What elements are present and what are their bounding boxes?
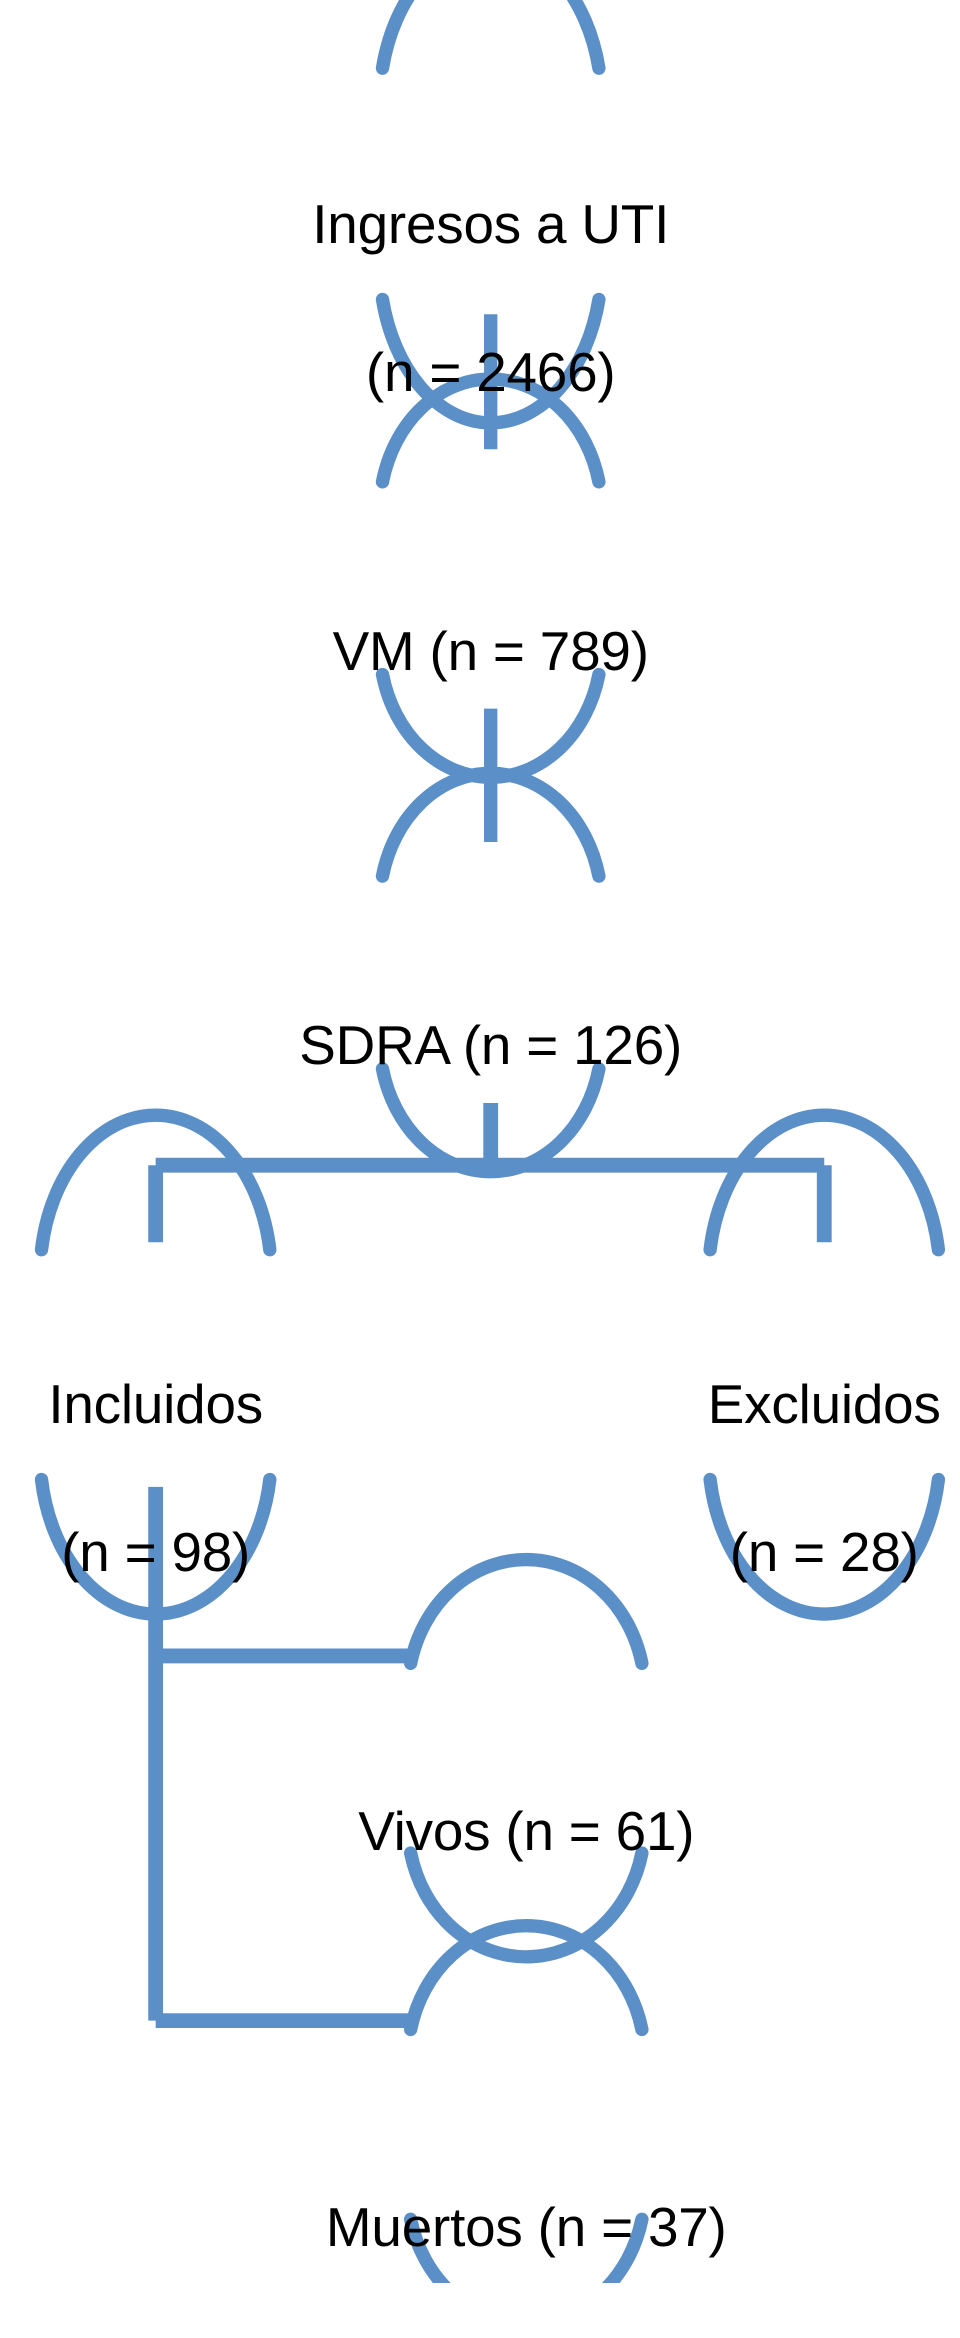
flowchart-diagram: Ingresos a UTI (n = 2466) VM (n = 789) S…	[34, 0, 946, 2283]
node-incluidos[interactable]	[34, 1108, 277, 1621]
node-vivos-bottom-arc	[403, 1846, 649, 1964]
node-excluidos-bottom-arc	[703, 1472, 946, 1621]
node-incluidos-top-arc	[34, 1108, 277, 1257]
node-sdra[interactable]	[375, 766, 606, 1179]
node-muertos-bottom-arc	[403, 2212, 649, 2283]
connector-layer	[148, 314, 832, 2029]
node-vivos-top-arc	[403, 1552, 649, 1670]
node-incluidos-bottom-arc	[34, 1472, 277, 1621]
node-muertos-top-arc	[403, 1919, 649, 2037]
node-vm-top-arc	[375, 372, 606, 489]
node-sdra-top-arc	[375, 766, 606, 883]
node-muertos[interactable]	[403, 1919, 649, 2283]
flowchart-canvas	[34, 0, 946, 2283]
node-vivos[interactable]	[403, 1552, 649, 1964]
node-excluidos[interactable]	[703, 1108, 946, 1621]
node-excluidos-top-arc	[703, 1108, 946, 1257]
node-ingresos-uti-top-arc	[375, 0, 606, 75]
node-sdra-bottom-arc	[375, 1062, 606, 1179]
node-ingresos-uti-bottom-arc	[375, 292, 606, 430]
node-ingresos-uti[interactable]	[375, 0, 606, 430]
node-layer	[34, 0, 946, 2283]
